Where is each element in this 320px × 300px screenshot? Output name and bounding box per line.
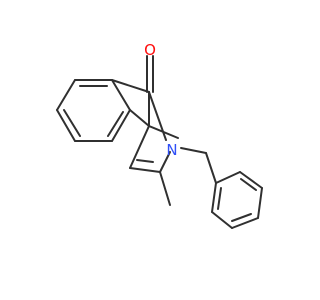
ch2-bond [180,147,207,154]
benzyl-group [180,147,263,229]
double-bond-inner [136,159,154,163]
bond [56,109,76,142]
bond [231,217,259,229]
ch2-bond [205,152,217,184]
double-bond-inner [63,109,81,137]
bond [211,211,233,229]
bond [159,151,171,173]
atom-label-oxygen: O [144,41,156,59]
methyl-bond [159,171,171,206]
bond [111,79,150,93]
atom-label-nitrogen: N [166,141,177,159]
double-bond-inner [107,111,124,137]
structure-canvas: O N [56,41,263,229]
molecule-drawing: O N [56,41,263,229]
bond [129,109,150,127]
double-bond-inner [240,178,257,191]
pyrrole-ring [129,91,179,206]
double-bond-inner [217,187,222,210]
indenone-ring [111,55,154,127]
bond [111,109,131,142]
bond [211,182,217,213]
bond [56,79,76,111]
benzene-ring-left [56,79,131,142]
double-bond-inner [231,213,252,222]
bond [111,79,131,111]
bond [215,171,241,184]
bond [129,125,150,169]
bond [257,187,263,219]
bond [239,171,263,189]
bond [129,167,161,173]
bond [148,91,167,141]
